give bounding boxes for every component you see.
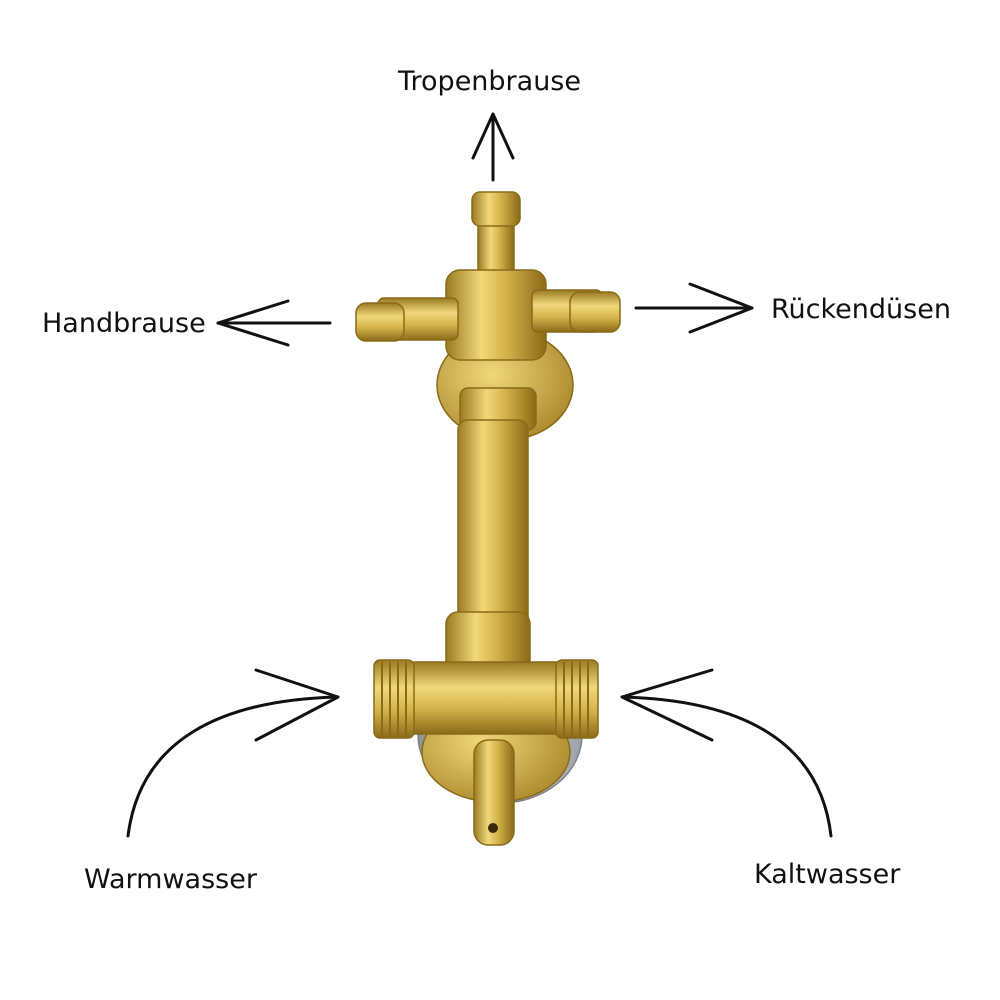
valve-icon (355, 191, 621, 846)
label-warmwasser: Warmwasser (84, 864, 257, 895)
label-rueckenduesen: Rückendüsen (771, 294, 951, 325)
upper-hub (445, 269, 547, 361)
drain-hole (488, 823, 498, 833)
arrow-cold-inlet (620, 668, 833, 838)
lower-horizontal-body (399, 661, 573, 735)
label-tropenbrause: Tropenbrause (398, 66, 581, 97)
label-kaltwasser: Kaltwasser (754, 859, 901, 890)
arrow-left (216, 299, 332, 347)
label-handbrause: Handbrause (42, 308, 206, 339)
vertical-pipe (457, 419, 529, 631)
arrow-top (471, 112, 515, 182)
right-threaded-inlet (555, 659, 599, 739)
left-outlet-barb (355, 302, 405, 342)
drain-spout (473, 739, 515, 846)
arrow-right (634, 282, 754, 334)
left-threaded-inlet (373, 659, 415, 739)
top-outlet-barb (471, 191, 521, 227)
right-outlet-barb (569, 291, 621, 333)
arrow-warm-inlet (126, 668, 340, 838)
